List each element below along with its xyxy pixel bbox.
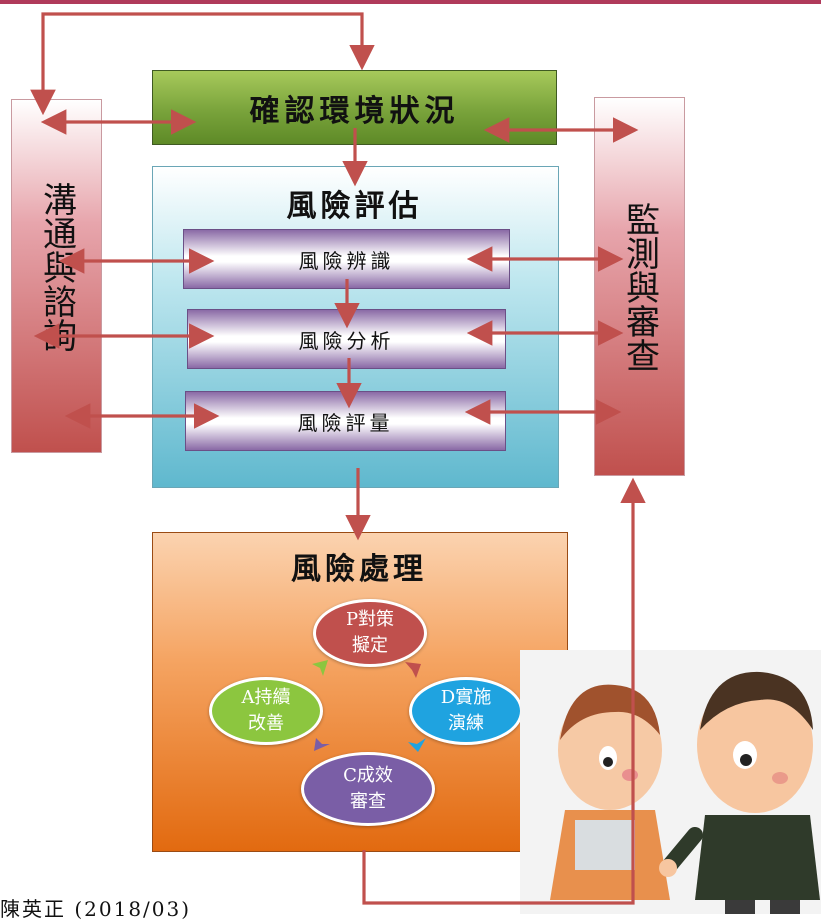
citation-text: 陳英正 (2018/03) bbox=[0, 897, 192, 921]
risk-assessment-title: 風險評估 bbox=[286, 189, 423, 224]
pdca-plan-line2: 擬定 bbox=[352, 635, 388, 656]
pdca-check-line2: 審查 bbox=[350, 791, 386, 812]
cartoon-figures-illustration bbox=[520, 650, 821, 914]
pdca-act-line2: 改善 bbox=[248, 713, 284, 734]
top-loop-arrow bbox=[30, 12, 375, 116]
monitoring-review-label: 監測與審查 bbox=[619, 202, 660, 372]
check-to-act-chevron bbox=[314, 738, 330, 751]
pdca-check-circle: C成效 審查 bbox=[301, 752, 435, 826]
pdca-do-line1: D實施 bbox=[440, 687, 492, 708]
plan-to-do-chevron bbox=[405, 662, 421, 678]
bottom-loop-arrow bbox=[362, 477, 646, 905]
pdca-plan-circle: P對策 擬定 bbox=[313, 599, 427, 667]
risk-treatment-title: 風險處理 bbox=[291, 552, 427, 587]
do-to-check-chevron bbox=[408, 738, 426, 752]
pdca-act-circle: A持續 改善 bbox=[209, 677, 323, 745]
pdca-do-line2: 演練 bbox=[448, 713, 484, 734]
pdca-act-line1: A持續 bbox=[241, 687, 291, 708]
pdca-check-line1: C成效 bbox=[343, 765, 393, 786]
act-to-plan-chevron bbox=[312, 660, 328, 676]
pdca-plan-line1: P對策 bbox=[345, 609, 395, 630]
top-accent-bar bbox=[0, 0, 821, 4]
